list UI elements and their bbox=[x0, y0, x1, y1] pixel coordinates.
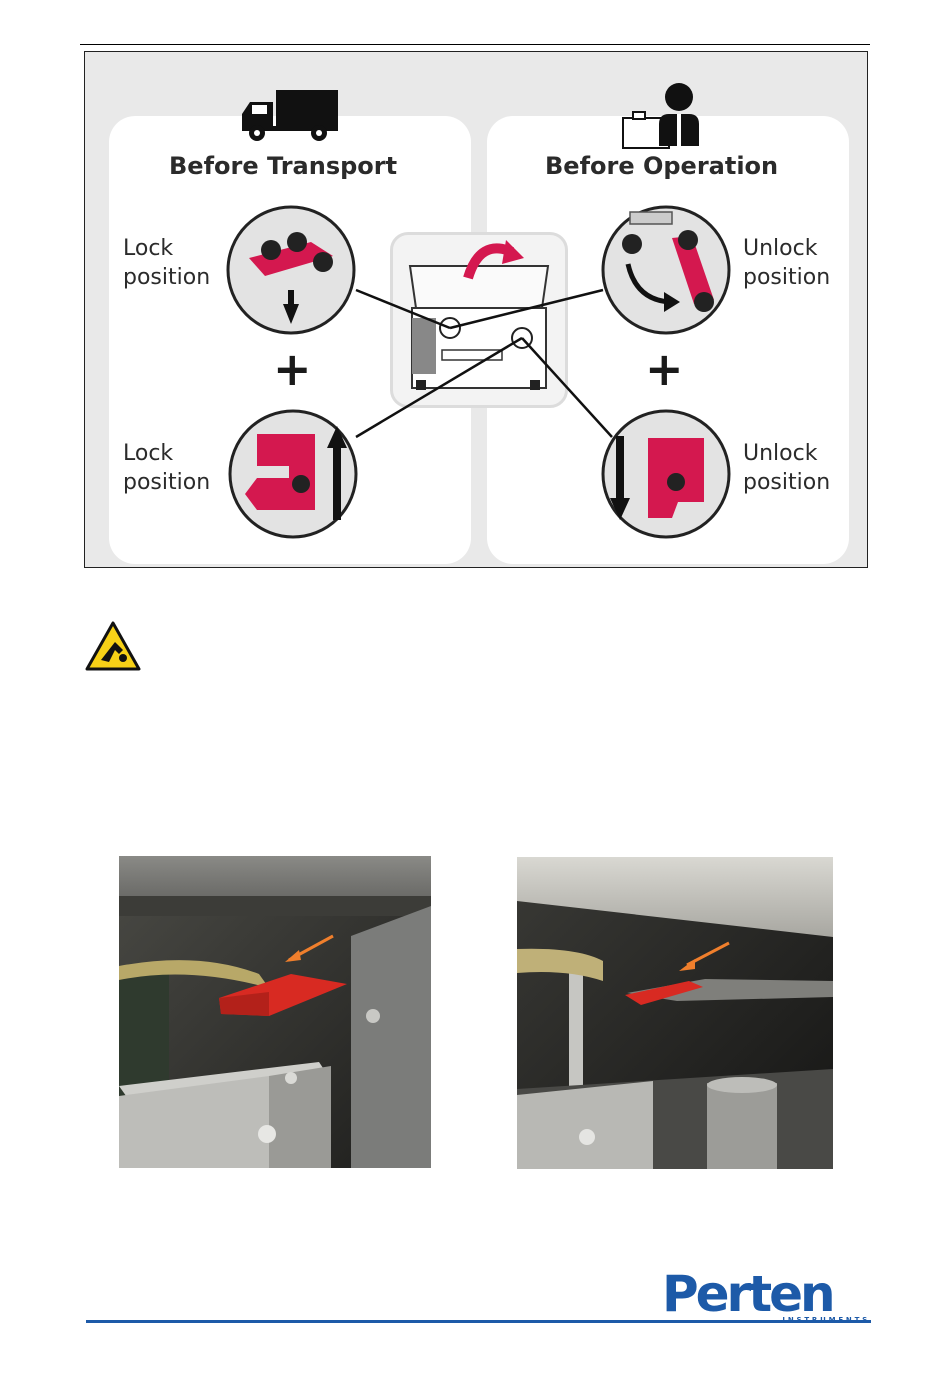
unlock-bottom-detail-circle bbox=[600, 408, 732, 540]
lock-top-detail-circle bbox=[225, 204, 357, 336]
logo-brand: Perten bbox=[662, 1265, 833, 1323]
perten-logo: Perten INSTRUMENTS bbox=[662, 1271, 872, 1327]
lock-photo-left bbox=[119, 856, 431, 1168]
unlock-top-detail-circle bbox=[600, 204, 732, 336]
pinch-hazard-warning-icon bbox=[85, 620, 141, 672]
transport-lock-figure: Before Transport Before Operation Lock p… bbox=[84, 51, 868, 568]
unlock-photo-right bbox=[517, 857, 833, 1169]
footer-rule bbox=[86, 1320, 871, 1323]
lock-bottom-detail-circle bbox=[227, 408, 359, 540]
header-rule bbox=[80, 44, 870, 45]
connector-lines bbox=[85, 52, 869, 569]
